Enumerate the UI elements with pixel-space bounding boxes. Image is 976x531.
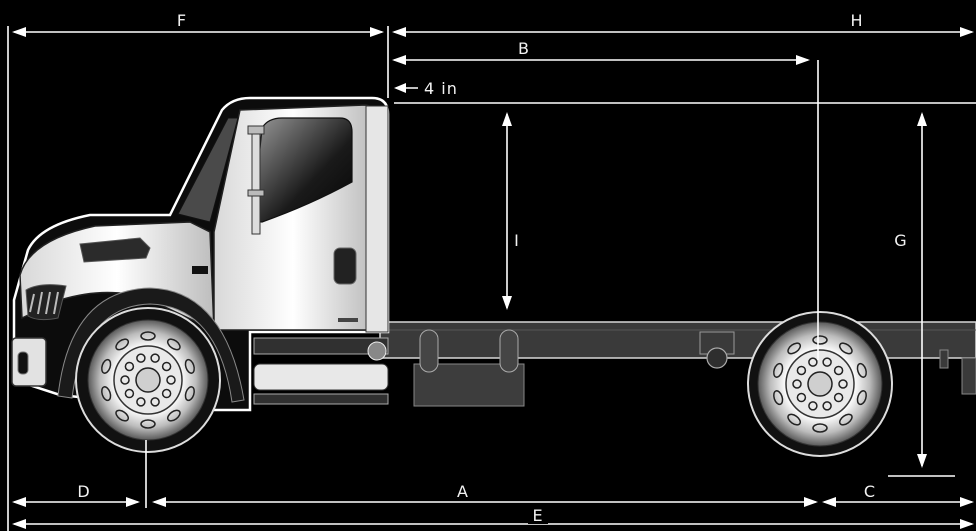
tank-strap [499,329,519,373]
lug-nut [161,388,172,399]
lug-nut [796,392,807,403]
wheel-hand-hole [787,413,802,426]
cab-back [365,105,389,333]
label-A: A [457,482,469,501]
wheel-hand-hole [856,362,867,378]
wheel-hand-hole [773,362,784,378]
battery-box [253,363,389,391]
lug-nut [838,379,848,389]
headlight [25,284,67,321]
wheel-hand-hole [812,335,828,345]
wheel-hand-hole [166,409,181,422]
windshield [177,117,239,223]
lug-nut [120,375,130,385]
air-tank [706,347,728,369]
lug-nut [808,401,818,411]
lug-nut [124,361,135,372]
rear-wheel [747,311,893,457]
lug-nut [150,353,160,363]
hood-vent [79,237,151,263]
lug-nut [792,379,802,389]
wheel-hand-hole [838,342,853,355]
front-wheel [75,307,221,453]
lug-nut [822,357,832,367]
wheel-hand-hole [856,390,867,406]
label-H: H [850,11,863,30]
lug-nut [808,357,818,367]
wheel-hand-hole [184,386,195,402]
wheel-hand-hole [184,358,195,374]
label-C: C [864,482,876,501]
label-E: E [532,506,543,525]
lug-nut [150,397,160,407]
wheel-hand-hole [838,413,853,426]
wheel-hand-hole [787,342,802,355]
lug-nut [796,365,807,376]
wheel-hand-hole [773,390,784,406]
wheel-hand-hole [115,409,130,422]
wheel-hand-hole [140,419,156,429]
lug-nut [136,397,146,407]
label-G: G [894,231,907,250]
lug-nut [166,375,176,385]
wheel-hand-hole [115,338,130,351]
door-handle [333,247,357,285]
wheel-hand-hole [140,331,156,341]
frame-rail [379,321,976,359]
dimension-lines [7,26,976,531]
label-4in: 4 in [424,79,458,98]
lug-nut [124,388,135,399]
wheel-hand-hole [812,423,828,433]
front-bumper [11,337,47,387]
side-mirror [251,125,261,235]
front-fender [57,287,245,403]
lug-nut [161,361,172,372]
wheel-hand-hole [166,338,181,351]
truck-illustration [11,96,976,457]
lug-nut [136,353,146,363]
label-B: B [518,39,530,58]
label-F: F [177,11,187,30]
label-D: D [77,482,90,501]
label-I: I [514,231,520,250]
dimension-labels: F H B 4 in I G D A C E [77,11,912,525]
wheel-hand-hole [101,358,112,374]
tank-strap [419,329,439,373]
lug-nut [822,401,832,411]
lug-nut [833,365,844,376]
wheel-hand-hole [101,386,112,402]
lug-nut [833,392,844,403]
cab-step [253,337,389,355]
